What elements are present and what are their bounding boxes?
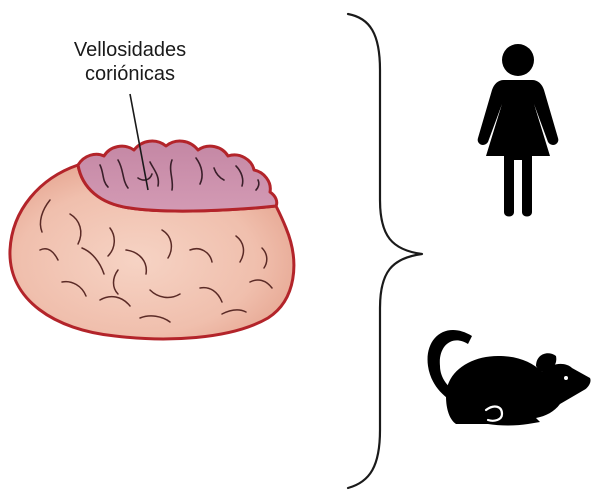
- rat-leg-line: [484, 405, 504, 422]
- rat-icon: [427, 329, 591, 426]
- rat-eye: [564, 376, 568, 380]
- villi-label: Vellosidades coriónicas: [40, 38, 220, 86]
- placenta-vessels: [39, 199, 273, 323]
- woman-icon: [477, 44, 559, 217]
- villi-label-line2: coriónicas: [84, 63, 176, 85]
- curly-brace: [346, 12, 424, 490]
- callout-leader-line: [129, 93, 149, 191]
- placenta: [8, 139, 296, 341]
- villi-label-line1: Vellosidades: [73, 39, 187, 61]
- chorionic-villi: [76, 139, 279, 213]
